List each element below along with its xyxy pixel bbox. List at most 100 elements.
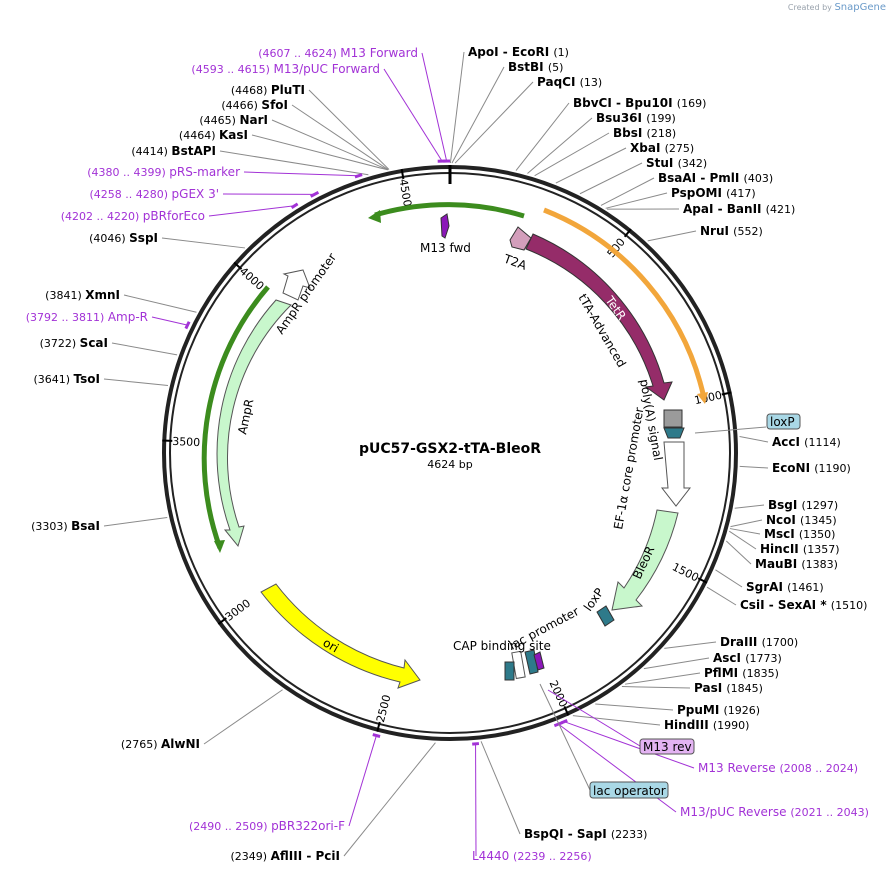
restriction-site-label[interactable]: PflMI (1835) [704,666,779,680]
site-leader-line [729,528,761,535]
site-name: PspOMI [671,186,726,200]
restriction-site-label[interactable]: XbaI (275) [630,141,694,155]
site-position: (3641) [33,373,73,386]
restriction-site-label[interactable]: (4046) SspI [89,231,158,245]
restriction-site-label[interactable]: EcoNI (1190) [772,461,851,475]
site-leader-line [219,150,369,176]
restriction-site-label[interactable]: CsiI - SexAI * (1510) [740,598,867,612]
restriction-site-label[interactable]: (3841) XmnI [45,288,120,302]
restriction-site-label[interactable]: PpuMI (1926) [677,703,760,717]
restriction-site-label[interactable]: NcoI (1345) [766,513,837,527]
primer-label[interactable]: (4258 .. 4280) pGEX 3' [89,187,219,201]
site-leader-line [161,237,245,249]
restriction-site-label[interactable]: ApaI - BanII (421) [683,202,795,216]
restriction-site-label[interactable]: BstBI (5) [508,60,563,74]
restriction-site-label[interactable]: PasI (1845) [694,681,763,695]
site-name: PpuMI [677,703,724,717]
site-name: BbvCI - Bpu10I [573,96,677,110]
restriction-site-label[interactable]: BbsI (218) [613,126,676,140]
restriction-site-label[interactable]: (3303) BsaI [31,519,100,533]
restriction-site-label[interactable]: PaqCI (13) [537,75,602,89]
tick-mark [233,261,243,270]
primer-name: pRS-marker [169,165,240,179]
site-position: (1345) [800,514,837,527]
site-leader-line [515,102,570,171]
restriction-site-label[interactable]: BsgI (1297) [768,498,838,512]
feature-ampr[interactable]: AmpR [216,299,292,548]
restriction-site-label[interactable]: SgrAI (1461) [746,580,824,594]
primer-mark [184,321,191,330]
restriction-site-label[interactable]: (4465) NarI [199,113,268,127]
site-name: BstBI [508,60,548,74]
tick-mark [721,391,732,396]
primer-label[interactable]: L4440 (2239 .. 2256) [472,849,592,863]
site-position: (1773) [745,652,782,665]
primer-label[interactable]: (3792 .. 3811) Amp-R [26,310,148,324]
site-position: (1350) [799,528,836,541]
tick-label: 1000 [693,389,723,408]
restriction-site-label[interactable]: DraIII (1700) [720,635,798,649]
site-leader-line [451,66,505,164]
site-position: (417) [726,187,756,200]
restriction-site-label[interactable]: HincII (1357) [760,542,840,556]
restriction-site-label[interactable]: (3641) TsoI [33,372,100,386]
site-position: (275) [665,142,695,155]
site-position: (218) [647,127,677,140]
primer-range: (4258 .. 4280) [89,188,171,201]
site-name: SfoI [261,98,288,112]
primer-label[interactable]: (2490 .. 2509) pBR322ori-F [189,819,345,833]
restriction-site-label[interactable]: MscI (1350) [764,527,835,541]
restriction-site-label[interactable]: PspOMI (417) [671,186,756,200]
restriction-site-label[interactable]: Bsu36I (199) [596,111,676,125]
feature-cap-binding-site[interactable]: CAP binding site [453,639,551,681]
restriction-site-label[interactable]: NruI (552) [700,224,763,238]
boxed-label-m13-rev[interactable]: M13 rev [547,689,695,755]
restriction-site-label[interactable]: BspQI - SapI (2233) [524,827,647,841]
site-leader-line [730,519,763,528]
primer-label[interactable]: M13/pUC Reverse (2021 .. 2043) [680,805,869,819]
site-name: StuI [646,156,678,170]
restriction-site-label[interactable]: StuI (342) [646,156,707,170]
feature-m13-fwd[interactable]: M13 fwd [420,213,471,255]
restriction-site-label[interactable]: (4466) SfoI [221,98,288,112]
site-leader-line [343,742,436,857]
primer-name: pBR322ori-F [271,819,345,833]
snapgene-credit: Created by SnapGene [788,2,886,13]
site-name: EcoNI [772,461,814,475]
site-position: (169) [677,97,707,110]
restriction-site-label[interactable]: (4464) KasI [179,128,248,142]
feature-ori[interactable]: ori [260,583,421,689]
primer-label[interactable]: M13 Reverse (2008 .. 2024) [698,761,858,775]
primer-label[interactable]: (4202 .. 4220) pBRforEco [61,209,205,223]
ampr-label: AmpR [235,398,256,436]
restriction-site-label[interactable]: ApoI - EcoRI (1) [468,45,569,59]
restriction-site-label[interactable]: AscI (1773) [713,651,782,665]
site-position: (421) [766,203,796,216]
restriction-site-label[interactable]: MauBI (1383) [755,557,838,571]
primer-range: (4380 .. 4399) [87,166,169,179]
restriction-site-label[interactable]: BbvCI - Bpu10I (169) [573,96,706,110]
boxed-label-lac-operator[interactable]: lac operator [539,683,669,799]
primer-label[interactable]: (4380 .. 4399) pRS-marker [87,165,240,179]
restriction-site-label[interactable]: (4468) PluTI [231,83,305,97]
tick-label: 4500 [396,178,414,208]
feature-loxp-2[interactable]: loxP [581,585,615,627]
site-leader-line [734,504,765,509]
restriction-site-label[interactable]: AccI (1114) [772,435,841,449]
primer-label[interactable]: (4607 .. 4624) M13 Forward [258,46,418,60]
restriction-site-label[interactable]: (3722) ScaI [40,336,108,350]
boxed-label-loxp[interactable]: loxP [694,413,801,434]
restriction-site-label[interactable]: (4414) BstAPI [131,144,216,158]
site-name: CsiI - SexAI * [740,598,831,612]
feature-t2a[interactable]: T2A [501,226,532,273]
cap-binding-label: CAP binding site [453,639,551,653]
tick-mark [217,617,227,625]
site-leader-line [739,465,769,469]
restriction-site-label[interactable]: (2765) AlwNI [121,737,200,751]
restriction-site-label[interactable]: HindIII (1990) [664,718,749,732]
primer-label[interactable]: (4593 .. 4615) M13/pUC Forward [191,62,380,76]
restriction-site-label[interactable]: BsaAI - PmlI (403) [658,171,773,185]
feature-ampr-promoter[interactable]: AmpR promoter [273,251,339,337]
site-name: KasI [219,128,248,142]
restriction-site-label[interactable]: (2349) AflIII - PciI [231,849,340,863]
